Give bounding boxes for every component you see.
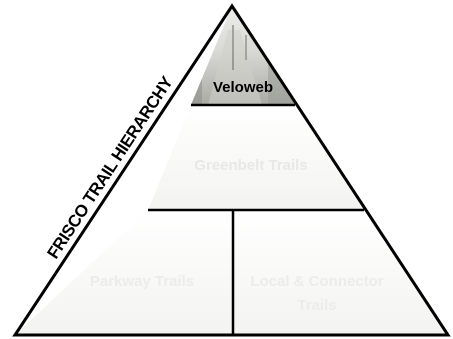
tier-greenbelt-label: Greenbelt Trails — [194, 157, 307, 174]
tier-parkway-label: Parkway Trails — [90, 273, 194, 290]
tier-parkway-area — [15, 210, 233, 335]
tier-local-connector-area — [233, 210, 448, 335]
pyramid-outline — [12, 3, 451, 337]
tier-local-connector-label-line1: Local & Connector — [250, 273, 384, 290]
tier-greenbelt-area — [148, 105, 364, 210]
tier-veloweb-label: Veloweb — [213, 79, 273, 96]
tier-local-connector-label-line2: Trails — [297, 297, 336, 314]
